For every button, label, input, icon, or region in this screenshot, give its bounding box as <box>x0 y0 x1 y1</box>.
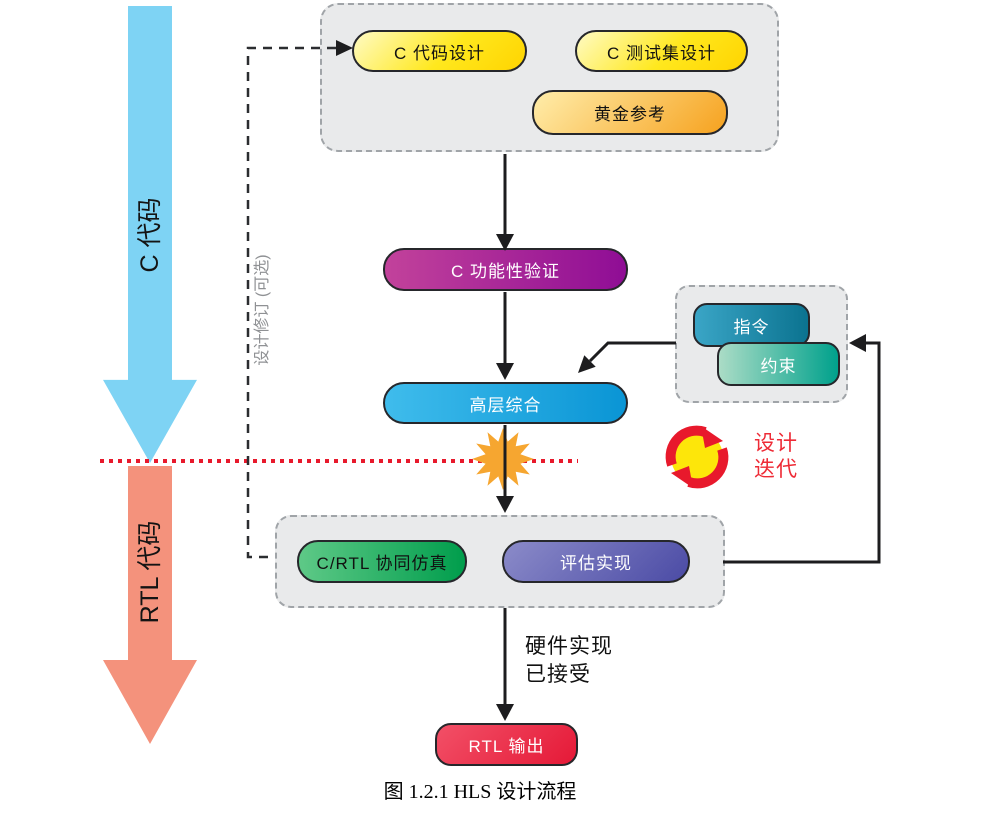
node-golden-reference-label: 黄金参考 <box>594 105 666 124</box>
node-high-level-synthesis: 高层综合 <box>383 382 628 424</box>
node-c-code-design-label: C 代码设计 <box>394 43 485 63</box>
hardware-accepted-line1: 硬件实现 <box>525 635 613 658</box>
node-c-rtl-cosimulation: C/RTL 协同仿真 <box>297 540 467 583</box>
hardware-accepted-label: 硬件实现 已接受 <box>525 633 613 689</box>
node-constraints-label: 约束 <box>760 356 797 376</box>
node-evaluate-implementation-label: 评估实现 <box>560 554 632 573</box>
node-c-functional-verification: C 功能性验证 <box>383 248 628 291</box>
flow-arrow-hls-to-cosim <box>496 425 514 513</box>
flow-arrow-top-to-verification <box>496 154 514 251</box>
node-rtl-output: RTL 输出 <box>435 723 578 766</box>
node-c-testbench-design-label: C 测试集设计 <box>607 43 716 63</box>
design-iteration-label: 设计 迭代 <box>754 431 798 483</box>
directives-to-hls-connector <box>578 341 676 373</box>
node-evaluate-implementation: 评估实现 <box>502 540 690 583</box>
flow-arrow-cosim-to-rtl-output <box>496 608 514 721</box>
node-golden-reference: 黄金参考 <box>532 90 728 135</box>
design-revision-label: 设计修订 (可选) <box>254 254 271 366</box>
starburst-icon <box>472 428 534 490</box>
design-iteration-line2: 迭代 <box>754 458 798 481</box>
node-directives: 指令 <box>693 303 810 347</box>
node-c-testbench-design: C 测试集设计 <box>575 30 748 72</box>
rtl-code-rail-label: RTL 代码 <box>136 520 164 624</box>
design-iteration-line1: 设计 <box>754 432 798 455</box>
node-rtl-output-label: RTL 输出 <box>468 737 545 756</box>
node-c-rtl-cosimulation-label: C/RTL 协同仿真 <box>316 554 448 573</box>
node-c-functional-verification-label: C 功能性验证 <box>451 262 560 281</box>
flow-arrow-verification-to-hls <box>496 292 514 380</box>
node-directives-label: 指令 <box>733 317 770 337</box>
hardware-accepted-line2: 已接受 <box>525 663 591 686</box>
node-constraints: 约束 <box>717 342 840 386</box>
node-c-code-design: C 代码设计 <box>352 30 527 72</box>
c-code-rail-label: C 代码 <box>136 197 164 273</box>
node-high-level-synthesis-label: 高层综合 <box>469 395 542 415</box>
iteration-icon <box>665 425 729 489</box>
figure-caption: 图 1.2.1 HLS 设计流程 <box>383 781 577 803</box>
